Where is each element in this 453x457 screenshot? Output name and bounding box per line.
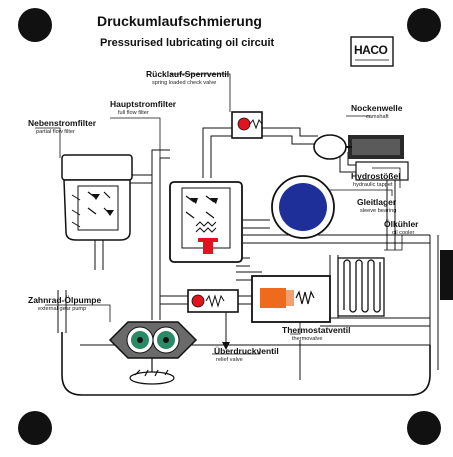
- thermostat-valve: [251, 275, 331, 323]
- haco-logo-box: [350, 36, 394, 67]
- title-german: Druckumlaufschmierung: [97, 13, 262, 29]
- sleeve-bearing: [271, 175, 335, 239]
- label-tappet-de: Hydrostößel: [351, 171, 401, 181]
- hydraulic-tappet: [355, 161, 409, 181]
- label-return-valve-de: Rücklauf-Sperrventil: [146, 69, 230, 79]
- label-bearing-en: sleeve bearing: [360, 208, 397, 214]
- label-tappet-en: hydraulic tappet: [353, 182, 393, 188]
- label-relief-en: relief valve: [216, 357, 243, 363]
- label-thermostat-en: thermovalve: [292, 336, 323, 342]
- mounting-hole-bottom-left: [18, 411, 52, 445]
- label-partial-filter-en: partial flow filter: [36, 129, 75, 135]
- mounting-hole-bottom-right: [407, 411, 441, 445]
- label-bearing-de: Gleitlager: [357, 197, 397, 207]
- oil-cooler: [337, 257, 385, 317]
- label-return-valve-en: spring loaded check valve: [152, 80, 217, 86]
- label-full-filter-en: full flow filter: [118, 110, 149, 116]
- pointer-lines: [35, 73, 403, 355]
- mounting-hole-top-left: [18, 8, 52, 42]
- full-flow-filter: [169, 181, 243, 263]
- label-cooler-en: oil cooler: [392, 230, 415, 236]
- label-relief-de: Überdruckventil: [214, 346, 279, 356]
- label-camshaft-de: Nockenwelle: [351, 103, 403, 113]
- relief-valve: [187, 289, 239, 350]
- haco-logo: HACO: [354, 43, 388, 57]
- gear-pump: [108, 321, 198, 359]
- mounting-hole-top-right: [407, 8, 441, 42]
- label-full-filter-de: Hauptstromfilter: [110, 99, 177, 109]
- camshaft: [313, 134, 404, 160]
- label-pump-en: external gear pump: [38, 306, 87, 312]
- partial-flow-filter: [61, 154, 133, 241]
- side-tab: [440, 250, 453, 300]
- check-valve: [231, 111, 263, 139]
- label-pump-de: Zahnrad-Ölpumpe: [28, 295, 102, 305]
- label-camshaft-en: camshaft: [366, 114, 389, 120]
- label-partial-filter-de: Nebenstromfilter: [28, 118, 97, 128]
- oil-strainer: [129, 358, 175, 385]
- label-thermostat-de: Thermostatventil: [282, 325, 351, 335]
- title-english: Pressurised lubricating oil circuit: [100, 37, 275, 49]
- label-cooler-de: Ölkühler: [384, 219, 419, 229]
